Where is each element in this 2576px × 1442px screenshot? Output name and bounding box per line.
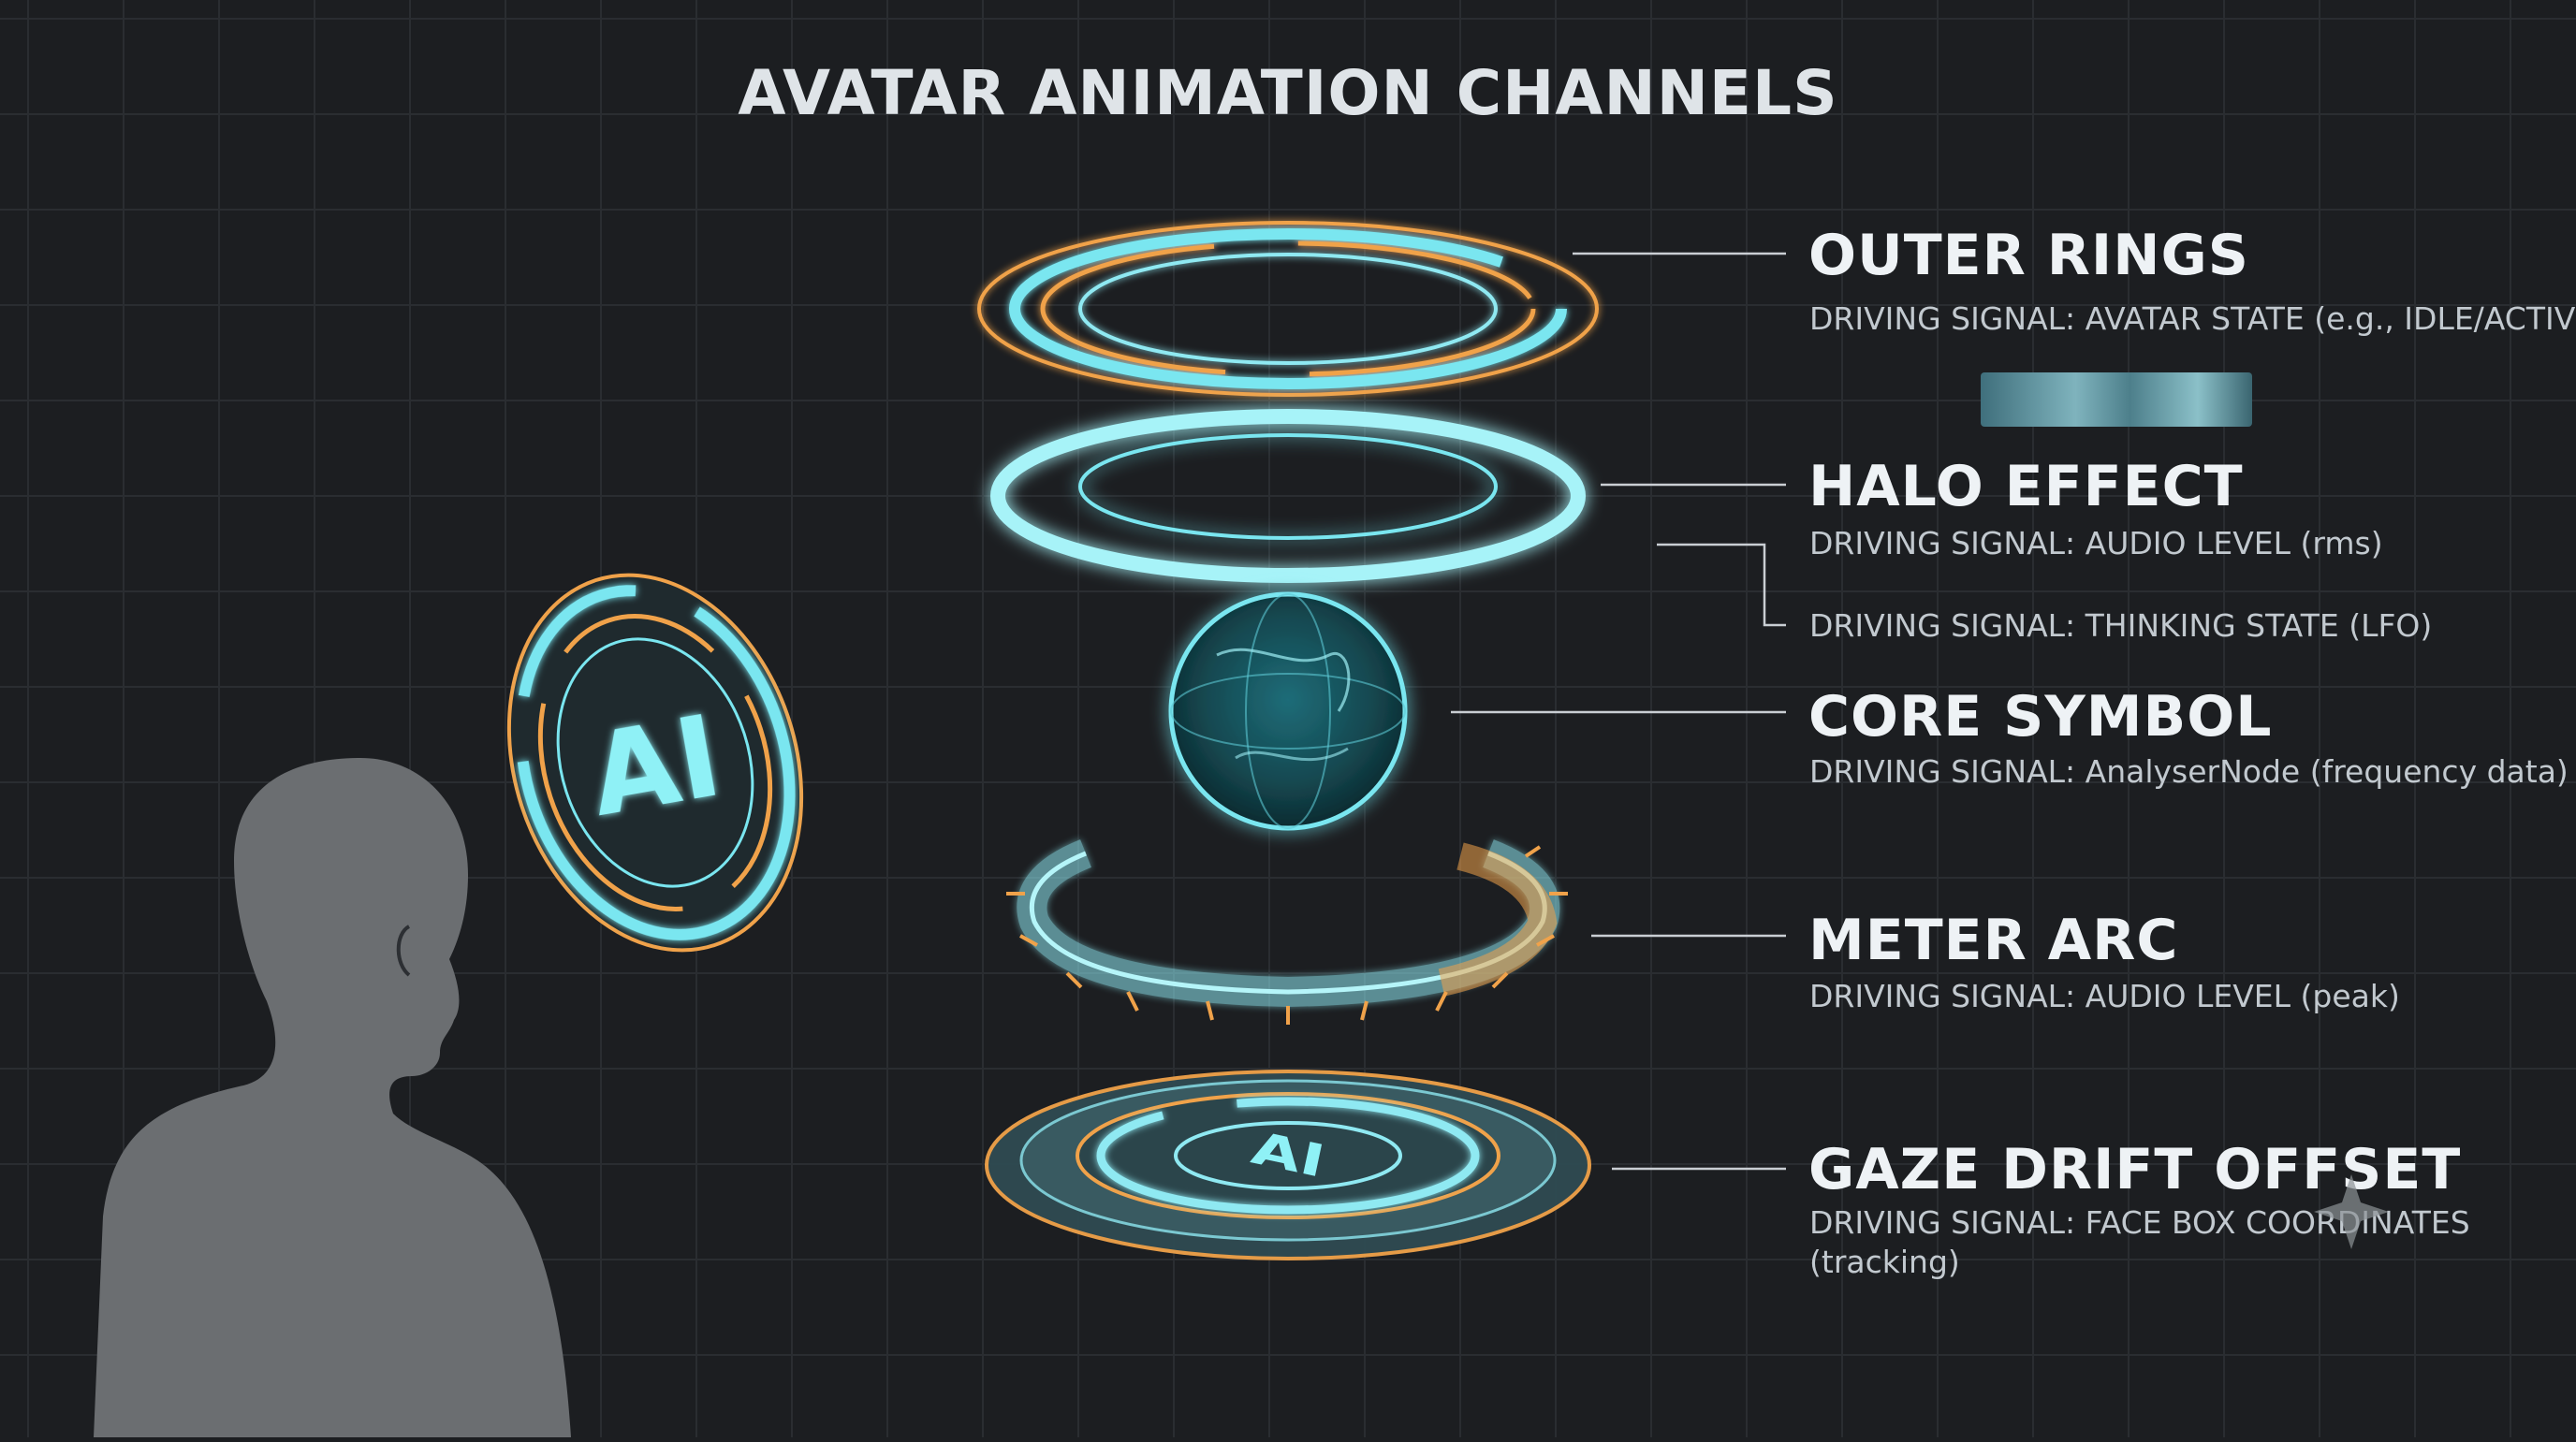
channel-signal: DRIVING SIGNAL: AVATAR STATE (e.g., IDLE… [1809, 300, 2576, 337]
channel-name: CORE SYMBOL [1808, 684, 2272, 750]
outer-rings-graphic [977, 221, 1599, 397]
channel-signal-secondary: DRIVING SIGNAL: THINKING STATE (LFO) [1809, 607, 2432, 644]
channel-name: OUTER RINGS [1808, 223, 2249, 288]
signal-preview-thumbnail [1981, 372, 2252, 427]
diagram-title: AVATAR ANIMATION CHANNELS [738, 57, 1837, 129]
channel-name: HALO EFFECT [1808, 454, 2244, 519]
channel-signal: DRIVING SIGNAL: AUDIO LEVEL (peak) [1809, 978, 2400, 1014]
channel-core-symbol: CORE SYMBOL DRIVING SIGNAL: AnalyserNode… [1808, 684, 2569, 790]
channel-halo-effect: HALO EFFECT DRIVING SIGNAL: AUDIO LEVEL … [1808, 454, 2432, 644]
meter-arc-graphic [1006, 839, 1568, 1025]
leader-lines [1451, 252, 1786, 1171]
human-silhouette [94, 758, 571, 1437]
halo-effect-graphic [990, 409, 1586, 583]
channel-signal: DRIVING SIGNAL: AUDIO LEVEL (rms) [1809, 525, 2383, 561]
channel-signal-continued: (tracking) [1809, 1244, 1960, 1280]
core-symbol-sphere [1168, 591, 1408, 831]
channel-name: METER ARC [1808, 908, 2178, 973]
gaze-drift-base-graphic: AI [985, 1070, 1591, 1260]
channel-name: GAZE DRIFT OFFSET [1808, 1137, 2461, 1202]
channel-meter-arc: METER ARC DRIVING SIGNAL: AUDIO LEVEL (p… [1808, 908, 2400, 1014]
sparkle-icon [2314, 1174, 2389, 1249]
channel-signal: DRIVING SIGNAL: AnalyserNode (frequency … [1809, 753, 2569, 790]
channel-outer-rings: OUTER RINGS DRIVING SIGNAL: AVATAR STATE… [1808, 223, 2576, 337]
disc-ai-glyph: AI [580, 692, 730, 842]
ai-disc-graphic [506, 573, 804, 953]
